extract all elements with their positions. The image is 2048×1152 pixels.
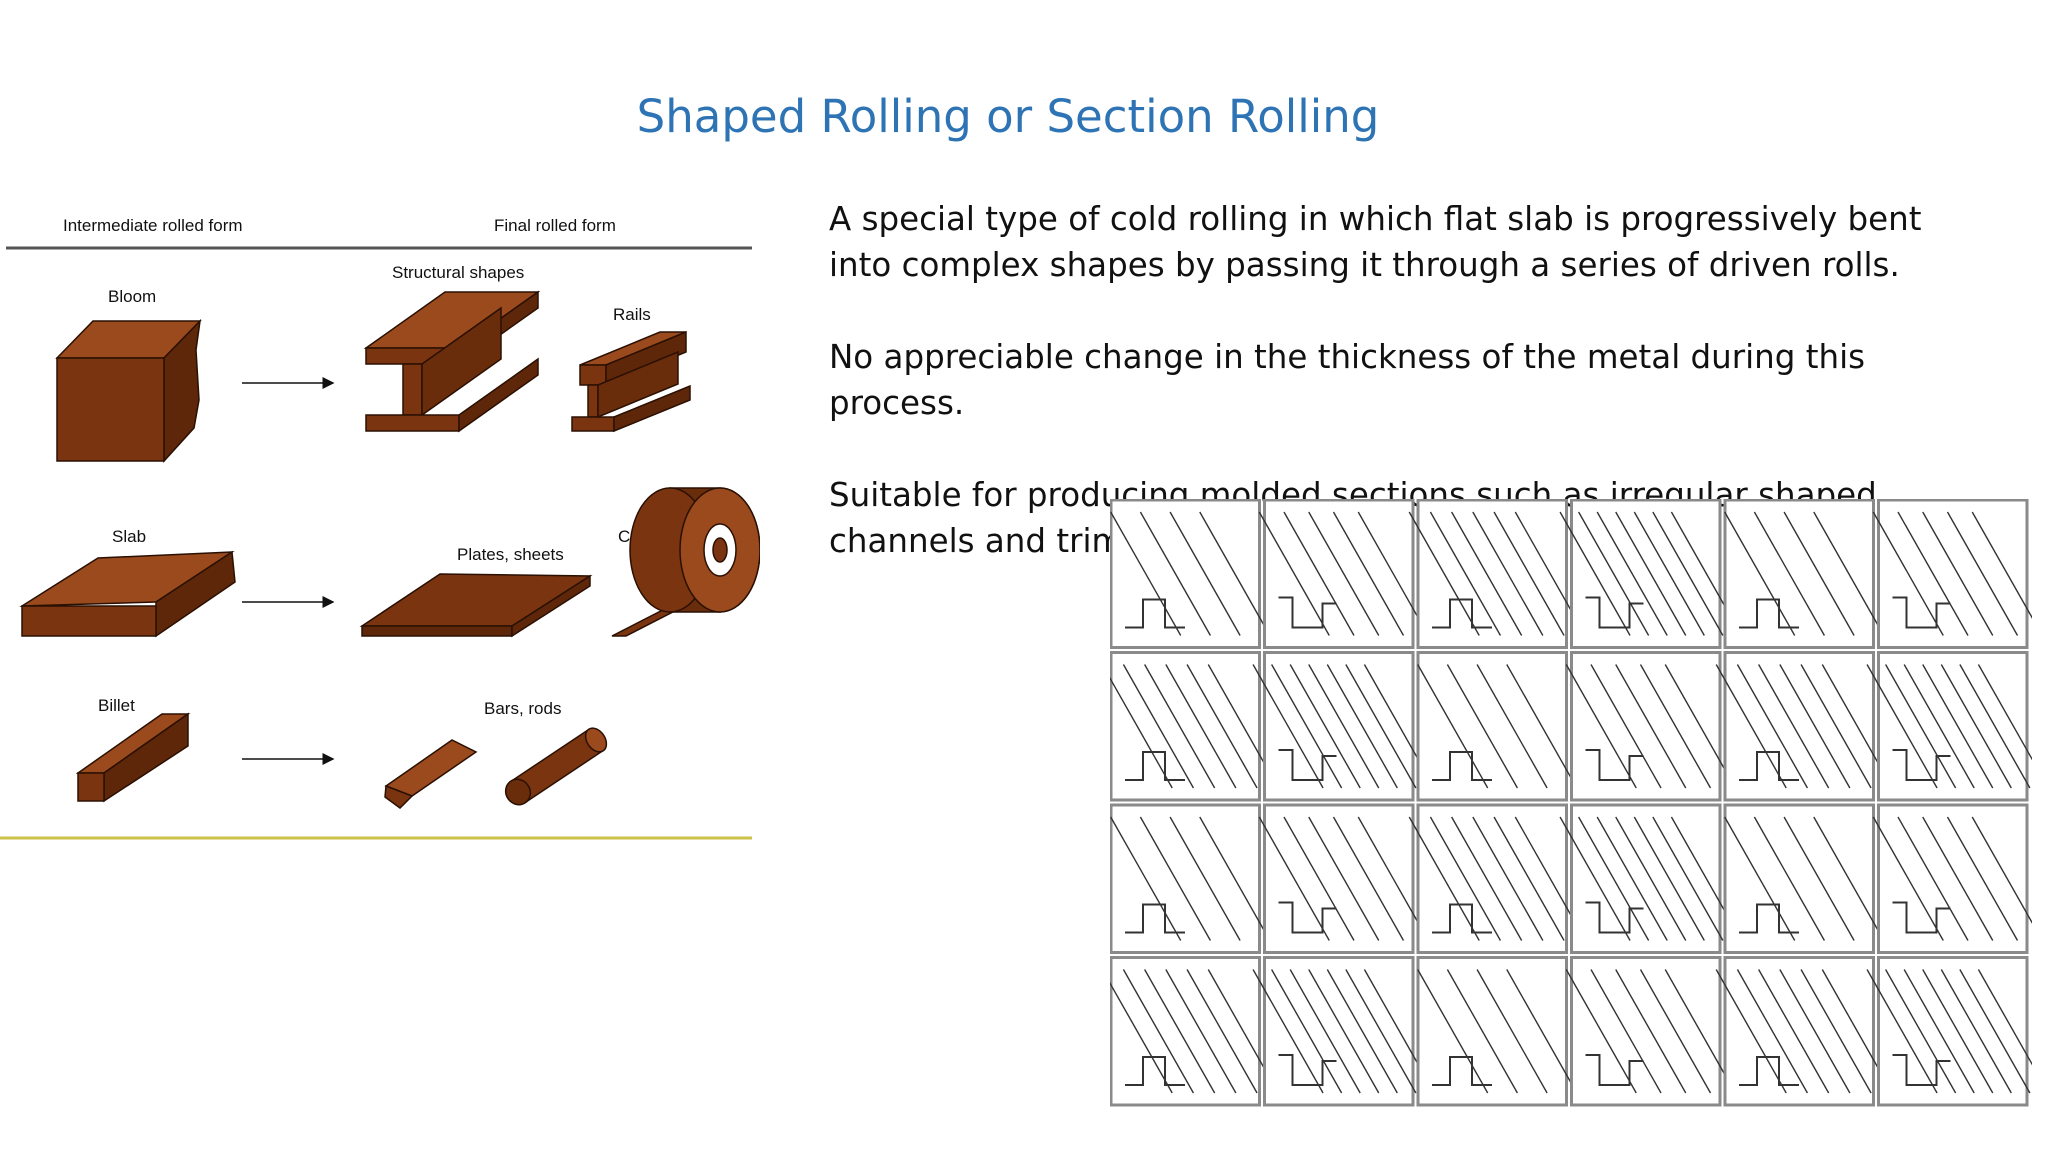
profile-tile [1872,499,2032,649]
profile-tile [1559,499,1743,649]
coil-shape [611,487,760,637]
bloom-shape [55,318,202,463]
profile-tile [1416,956,1578,1107]
profile-tile [1408,803,1586,954]
label-billet: Billet [98,696,135,715]
header-final: Final rolled form [494,216,616,235]
plate-shape [359,573,593,638]
label-bars: Bars, rods [484,699,561,718]
i-beam-shape [363,290,541,433]
profile-tile [1559,803,1743,954]
slide-title: Shaped Rolling or Section Rolling [636,90,1380,143]
profile-tile [1252,651,1436,802]
profile-tile [1866,651,2032,802]
label-bloom: Bloom [108,287,156,306]
profile-tile [1110,956,1279,1107]
profile-tile [1565,651,1736,802]
profile-tile [1866,956,2032,1107]
rolled-forms-diagram: Intermediate rolled form Final rolled fo… [0,216,760,840]
slab-shape [19,550,236,638]
profile-tile [1110,651,1279,802]
label-slab: Slab [112,527,146,546]
header-intermediate: Intermediate rolled form [63,216,243,235]
profile-tile [1110,803,1271,954]
profile-tile [1715,956,1893,1107]
profile-tile [1252,956,1436,1107]
profile-tile [1408,499,1586,649]
roll-formed-profiles-grid [1110,499,2032,1107]
rod-shape [504,727,608,806]
paragraph-1: A special type of cold rolling in which … [829,200,1922,284]
profile-tile [1416,651,1578,802]
profile-tile [1872,803,2032,954]
profile-tile [1258,803,1429,954]
profile-tile [1110,499,1271,649]
profile-tile [1565,956,1736,1107]
profile-tile [1715,651,1893,802]
paragraph-2: No appreciable change in the thickness o… [829,338,1866,422]
label-rails: Rails [613,305,651,324]
profile-tile [1723,499,1885,649]
bar-shape [384,739,478,809]
label-plates: Plates, sheets [457,545,564,564]
label-structural: Structural shapes [392,263,524,282]
profile-tile [1723,803,1885,954]
rail-shape [571,330,691,433]
profile-tile [1258,499,1429,649]
billet-shape [75,712,191,803]
